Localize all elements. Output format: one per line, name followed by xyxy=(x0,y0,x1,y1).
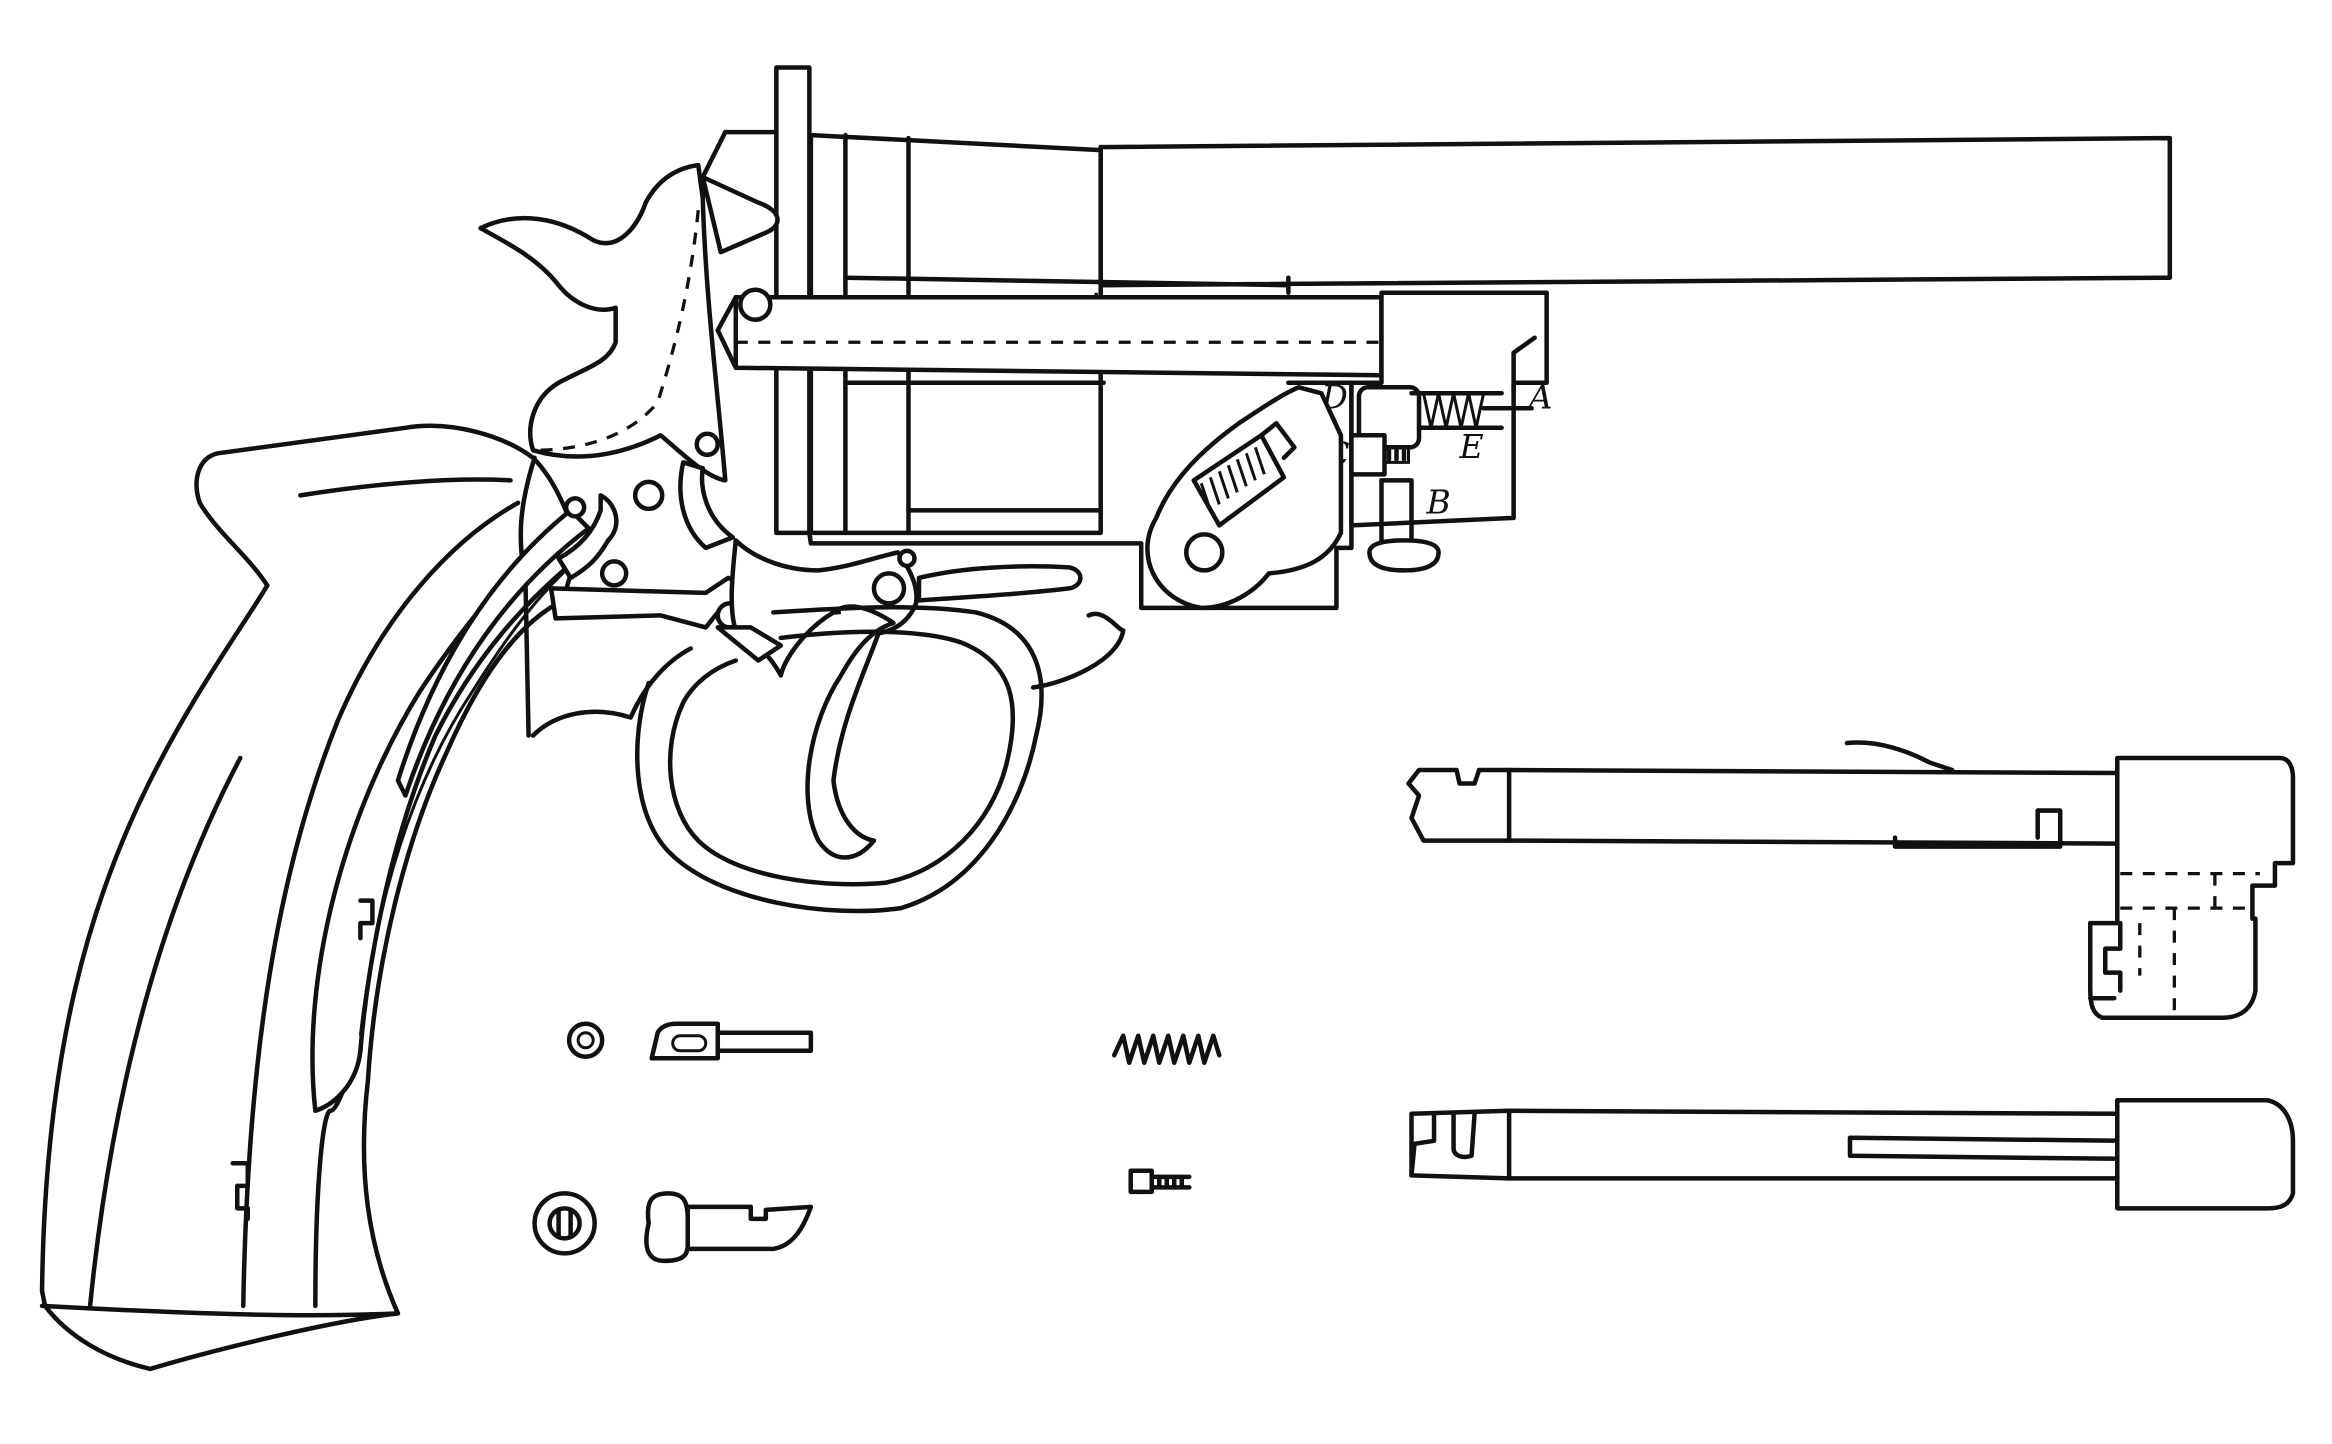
hammer xyxy=(478,162,780,483)
loose-parts xyxy=(532,1021,1222,1264)
small-washer xyxy=(566,1021,605,1059)
mainspring xyxy=(395,496,591,798)
trigger xyxy=(715,538,1083,860)
detail-base-pin-top xyxy=(1409,1098,2296,1211)
label-e: E xyxy=(1459,427,1484,466)
round-washer-large xyxy=(532,1191,597,1256)
trigger-guard xyxy=(530,604,1044,914)
small-screw-part xyxy=(1128,1168,1192,1195)
barrel xyxy=(1098,135,2173,288)
lever-spring xyxy=(1145,385,1344,611)
latch-assembly: A B C D E xyxy=(1320,290,1553,573)
latch-plunger-part xyxy=(644,1191,814,1264)
label-b: B xyxy=(1426,482,1451,521)
label-a: A xyxy=(1526,377,1553,416)
firing-pin-part xyxy=(649,1021,814,1061)
coil-spring-part xyxy=(1111,1033,1222,1065)
base-pin xyxy=(715,287,1384,378)
detail-base-pin-side xyxy=(1406,740,2296,1020)
